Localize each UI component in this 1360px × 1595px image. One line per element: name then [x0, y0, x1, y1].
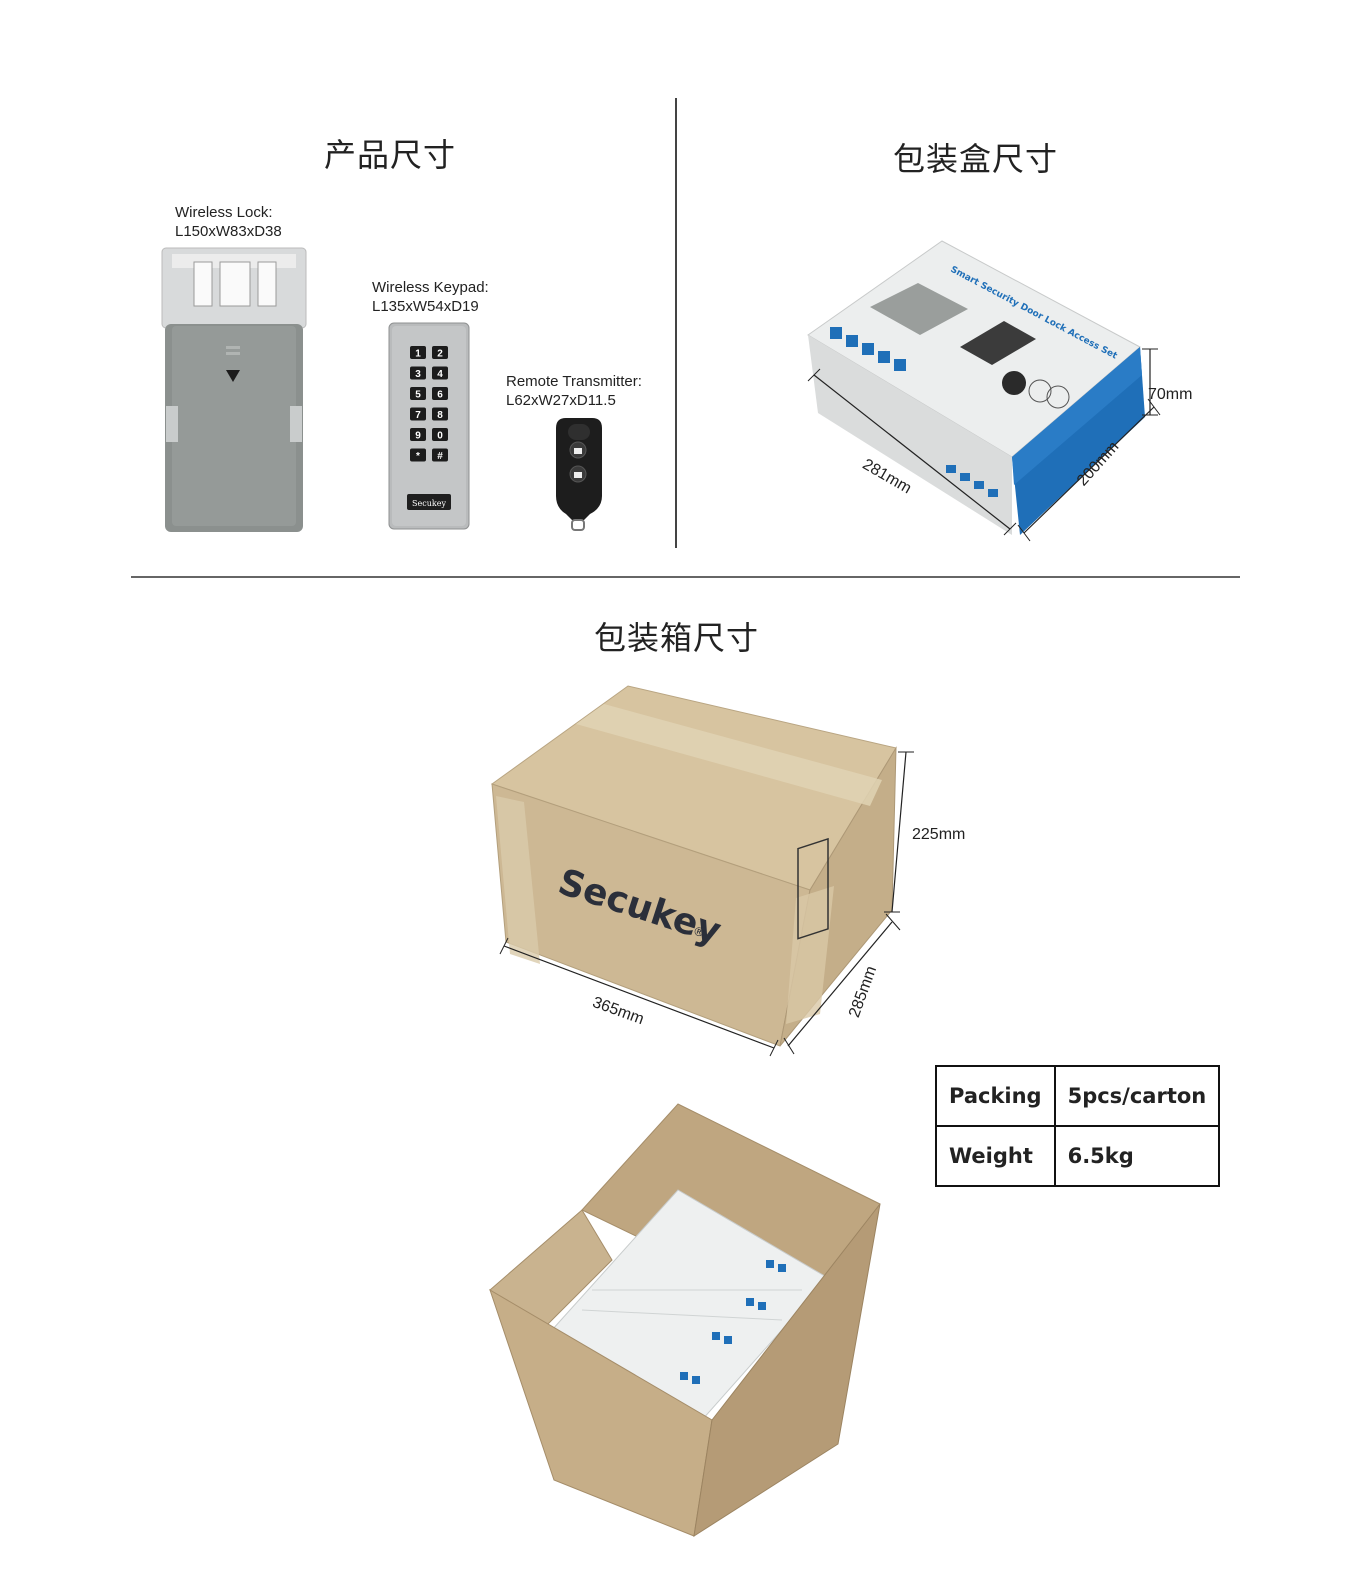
lock-label: Wireless Lock: L150xW83xD38	[175, 203, 282, 241]
keypad-key	[410, 346, 426, 359]
keypad-key	[410, 448, 426, 462]
keypad-key	[410, 428, 426, 441]
keypad-key-label: 7	[415, 410, 421, 421]
keypad-key-label: 5	[415, 390, 421, 401]
giftbox-image: Smart Security Door Lock Access Set	[807, 240, 1161, 542]
keypad-label: Wireless Keypad: L135xW54xD19	[372, 278, 489, 316]
keypad-key-label: 1	[415, 349, 421, 360]
carton-size-heading: 包装箱尺寸	[594, 619, 760, 657]
keypad-key-label: *	[416, 451, 420, 462]
packing-key: Packing	[935, 1065, 1056, 1127]
giftbox-size-heading: 包装盒尺寸	[893, 140, 1059, 178]
keypad-dims: L135xW54xD19	[372, 298, 479, 315]
vertical-divider	[675, 98, 677, 548]
packing-value: 5pcs/carton	[1053, 1065, 1221, 1127]
keypad-key-label: 3	[415, 369, 421, 380]
keypad-key	[432, 387, 448, 400]
table-row: Weight 6.5kg	[935, 1125, 1221, 1187]
keypad-key	[410, 387, 426, 400]
giftbox-height-dim: 70mm	[1148, 386, 1193, 403]
remote-name: Remote Transmitter:	[506, 373, 642, 390]
keypad-key-label: #	[437, 451, 443, 462]
keypad-key	[432, 366, 448, 380]
keypad-key-label: 4	[437, 369, 443, 380]
carton-brand-mark: ®	[691, 924, 707, 941]
keypad-key-label: 2	[437, 349, 443, 360]
carton-closed-image: Secukey ®	[490, 685, 914, 1057]
spec-table: Packing 5pcs/carton Weight 6.5kg	[935, 1065, 1221, 1187]
wireless-lock-image	[161, 247, 307, 532]
carton-open-image	[489, 1103, 881, 1538]
lock-name: Wireless Lock:	[175, 204, 273, 221]
keypad-key	[432, 448, 448, 462]
weight-value: 6.5kg	[1053, 1125, 1221, 1187]
keypad-brand: Secukey	[412, 499, 446, 508]
horizontal-divider	[131, 576, 1240, 578]
keypad-key-label: 8	[437, 410, 443, 421]
table-row: Packing 5pcs/carton	[935, 1065, 1221, 1127]
remote-label: Remote Transmitter: L62xW27xD11.5	[506, 372, 642, 410]
carton-height-dim: 225mm	[912, 826, 966, 843]
keypad-name: Wireless Keypad:	[372, 279, 489, 296]
lock-dims: L150xW83xD38	[175, 223, 282, 240]
keypad-key	[432, 407, 448, 421]
weight-key: Weight	[935, 1125, 1056, 1187]
keypad-key-label: 6	[437, 390, 443, 401]
keypad-key-label: 0	[437, 431, 443, 442]
keypad-key-label: 9	[415, 431, 421, 442]
keypad-key	[410, 407, 426, 421]
keypad-key	[432, 346, 448, 359]
keypad-key	[410, 366, 426, 380]
remote-transmitter-image	[556, 418, 602, 531]
product-size-heading: 产品尺寸	[324, 136, 457, 174]
keypad-key	[432, 428, 448, 441]
remote-dims: L62xW27xD11.5	[506, 392, 616, 409]
wireless-keypad-image: 1 2 3 4 5 6 7 8 9 0 * # Secukey	[388, 322, 470, 530]
